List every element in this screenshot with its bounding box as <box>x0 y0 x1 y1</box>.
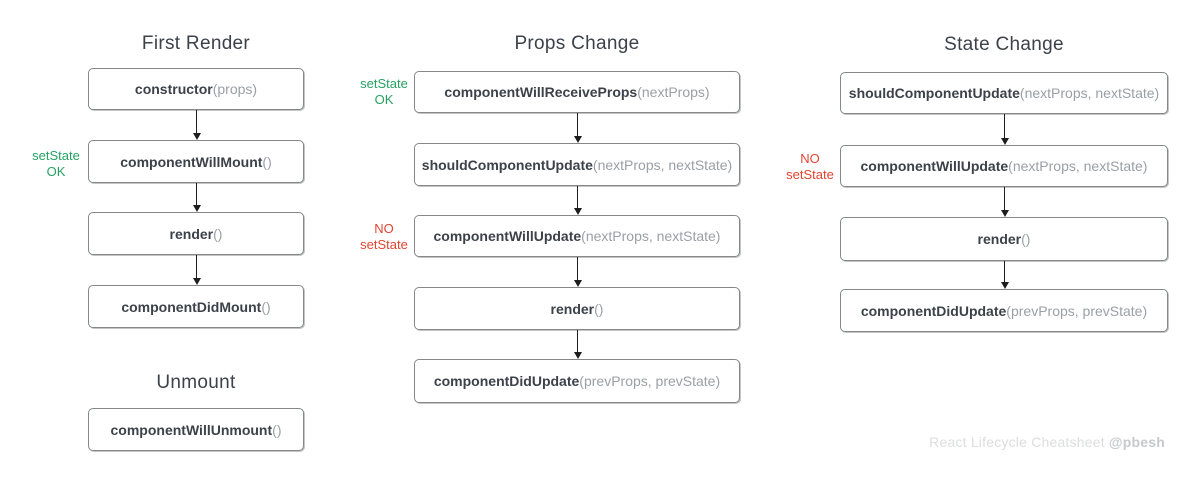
method-args: (nextProps, nextState) <box>581 228 721 244</box>
arrowhead-icon <box>192 205 201 212</box>
method-args: () <box>1021 231 1031 247</box>
method-name: render <box>977 231 1022 247</box>
method-name: componentWillReceiveProps <box>444 84 638 100</box>
column-title-props-change: Props Change <box>514 33 640 54</box>
arrowhead-icon <box>573 352 582 359</box>
annotation-line: setState <box>360 76 408 91</box>
node-should-component-update-props: shouldComponentUpdate(nextProps, nextSta… <box>414 143 740 186</box>
method-name: componentDidMount <box>121 298 262 315</box>
method-name: render <box>169 225 214 242</box>
method-name: render <box>550 300 595 317</box>
annotation-line: OK <box>374 92 394 107</box>
node-constructor: constructor(props) <box>88 68 304 110</box>
method-args: (prevProps, prevState) <box>579 373 721 389</box>
annotation-line: NO <box>800 151 820 166</box>
annotation-setstate-ok: setState OK <box>18 148 94 180</box>
arrowhead-icon <box>1000 138 1009 145</box>
method-args: () <box>261 298 271 315</box>
method-name: componentDidUpdate <box>860 302 1007 319</box>
flow-arrow <box>573 113 582 143</box>
node-component-will-update-state: componentWillUpdate(nextProps, nextState… <box>840 145 1168 187</box>
arrowhead-icon <box>573 136 582 143</box>
method-name: shouldComponentUpdate <box>848 85 1020 101</box>
node-component-did-update-props: componentDidUpdate(prevProps, prevState) <box>414 359 740 403</box>
node-component-will-receive-props: componentWillReceiveProps(nextProps) <box>414 71 740 113</box>
method-args: (prevProps, prevState) <box>1006 302 1148 319</box>
flow-arrow <box>573 186 582 215</box>
node-render-first: render() <box>88 212 304 255</box>
flow-arrow <box>573 330 582 359</box>
annotation-no-setstate: NO setState <box>772 151 848 183</box>
node-component-did-mount: componentDidMount() <box>88 285 304 328</box>
flow-arrow <box>1000 114 1009 145</box>
method-args: () <box>213 225 223 242</box>
annotation-no-setstate: NO setState <box>346 221 422 253</box>
arrowhead-icon <box>192 133 201 140</box>
annotation-line: setState <box>32 148 80 163</box>
column-title-state-change: State Change <box>944 34 1064 55</box>
footer-credit: React Lifecycle Cheatsheet @pbesh <box>929 434 1165 450</box>
arrowhead-icon <box>1000 210 1009 217</box>
method-args: () <box>262 153 272 170</box>
method-args: () <box>594 300 604 317</box>
annotation-line: OK <box>46 164 66 179</box>
flow-arrow <box>192 183 201 212</box>
arrowhead-icon <box>573 208 582 215</box>
footer-credit-label: React Lifecycle Cheatsheet <box>929 434 1105 450</box>
annotation-line: setState <box>360 237 408 252</box>
method-name: componentDidUpdate <box>433 373 580 389</box>
method-args: () <box>272 421 282 438</box>
annotation-line: NO <box>374 221 394 236</box>
method-args: (nextProps, nextState) <box>592 156 733 173</box>
method-name: componentWillMount <box>120 153 263 170</box>
flow-arrow <box>192 110 201 140</box>
node-render-state: render() <box>840 217 1168 261</box>
method-name: componentWillUpdate <box>433 228 582 244</box>
annotation-line: setState <box>786 167 834 182</box>
method-name: componentWillUnmount <box>110 421 273 438</box>
node-component-will-mount: componentWillMount() <box>88 140 304 183</box>
column-title-first-render: First Render <box>141 33 251 54</box>
node-component-will-unmount: componentWillUnmount() <box>88 408 304 451</box>
node-render-props: render() <box>414 287 740 330</box>
method-name: constructor <box>134 81 213 97</box>
arrowhead-icon <box>1000 282 1009 289</box>
method-name: shouldComponentUpdate <box>421 156 593 173</box>
method-args: (nextProps, nextState) <box>1019 85 1160 101</box>
flow-arrow <box>1000 187 1009 217</box>
arrowhead-icon <box>192 278 201 285</box>
method-args: (nextProps) <box>637 84 710 100</box>
method-name: componentWillUpdate <box>860 158 1009 174</box>
flow-arrow <box>192 255 201 285</box>
method-args: (props) <box>212 81 258 97</box>
annotation-setstate-ok: setState OK <box>346 76 422 108</box>
flow-arrow <box>573 257 582 287</box>
node-component-will-update-props: componentWillUpdate(nextProps, nextState… <box>414 215 740 257</box>
column-title-unmount: Unmount <box>156 372 236 393</box>
arrowhead-icon <box>573 280 582 287</box>
node-should-component-update-state: shouldComponentUpdate(nextProps, nextSta… <box>840 72 1168 114</box>
node-component-did-update-state: componentDidUpdate(prevProps, prevState) <box>840 289 1168 332</box>
footer-credit-handle: @pbesh <box>1108 434 1165 450</box>
flow-arrow <box>1000 261 1009 289</box>
method-args: (nextProps, nextState) <box>1008 158 1148 174</box>
